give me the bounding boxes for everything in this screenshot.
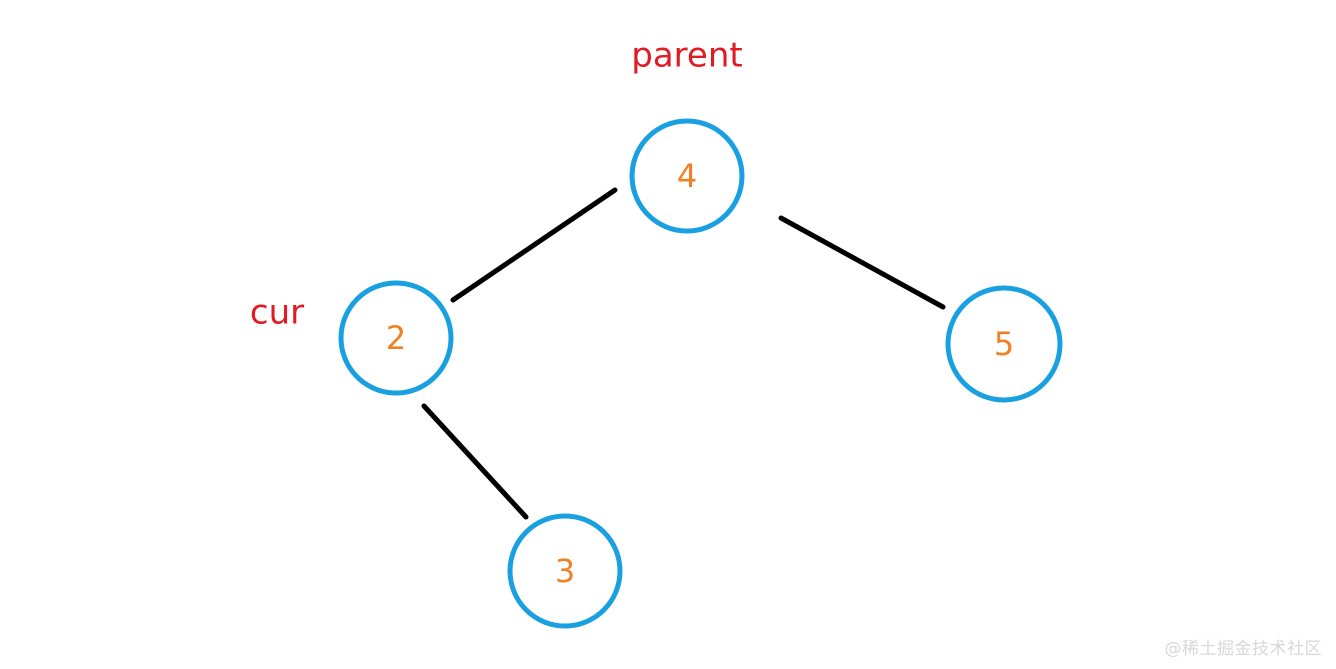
node-circle-2 [338, 280, 454, 396]
watermark: @稀土掘金技术社区 [1164, 639, 1322, 659]
tree-node-3[interactable]: 3 [507, 513, 623, 629]
node-value-4: 4 [677, 157, 697, 195]
node-value-2: 2 [386, 319, 406, 357]
tree-node-4[interactable]: 4 [629, 118, 745, 234]
edge-parent-to-right-child [778, 215, 946, 310]
node-circle-4 [629, 118, 745, 234]
edge-cur-to-right-child [421, 403, 529, 520]
node-value-3: 3 [555, 552, 575, 590]
node-circle-5 [945, 285, 1063, 403]
annotation-parent: parent [631, 36, 742, 76]
node-value-5: 5 [994, 325, 1014, 363]
tree-node-5[interactable]: 5 [945, 285, 1063, 403]
annotation-cur: cur [250, 293, 304, 333]
edge-parent-to-cur [450, 187, 618, 303]
node-circle-3 [507, 513, 623, 629]
tree-node-2[interactable]: 2 [338, 280, 454, 396]
